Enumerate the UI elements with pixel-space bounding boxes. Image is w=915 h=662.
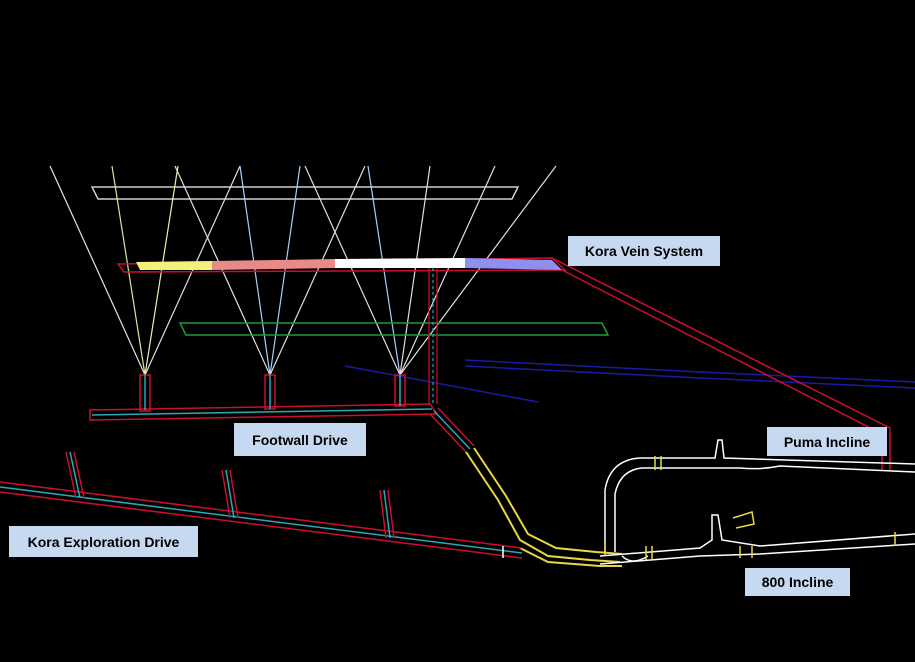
footwall-connector [429,407,475,453]
footwall-drive-tunnel [89,374,439,421]
label-kora-vein-system: Kora Vein System [568,236,720,266]
raise-shaft [428,268,438,404]
label-footwall-drive: Footwall Drive [234,423,366,456]
green-level-outline [178,322,610,336]
upper-level-outline [90,186,520,200]
blue-structure-lines [344,359,915,403]
label-kora-exploration-drive: Kora Exploration Drive [9,526,198,557]
kora-vein-band [116,257,567,273]
exploration-drive-tunnel [0,451,523,559]
label-800-incline: 800 Incline [745,568,850,596]
white-inclines [599,439,915,565]
yellow-ramp [465,447,623,567]
survey-markers [604,456,896,560]
label-puma-incline: Puma Incline [767,427,887,456]
